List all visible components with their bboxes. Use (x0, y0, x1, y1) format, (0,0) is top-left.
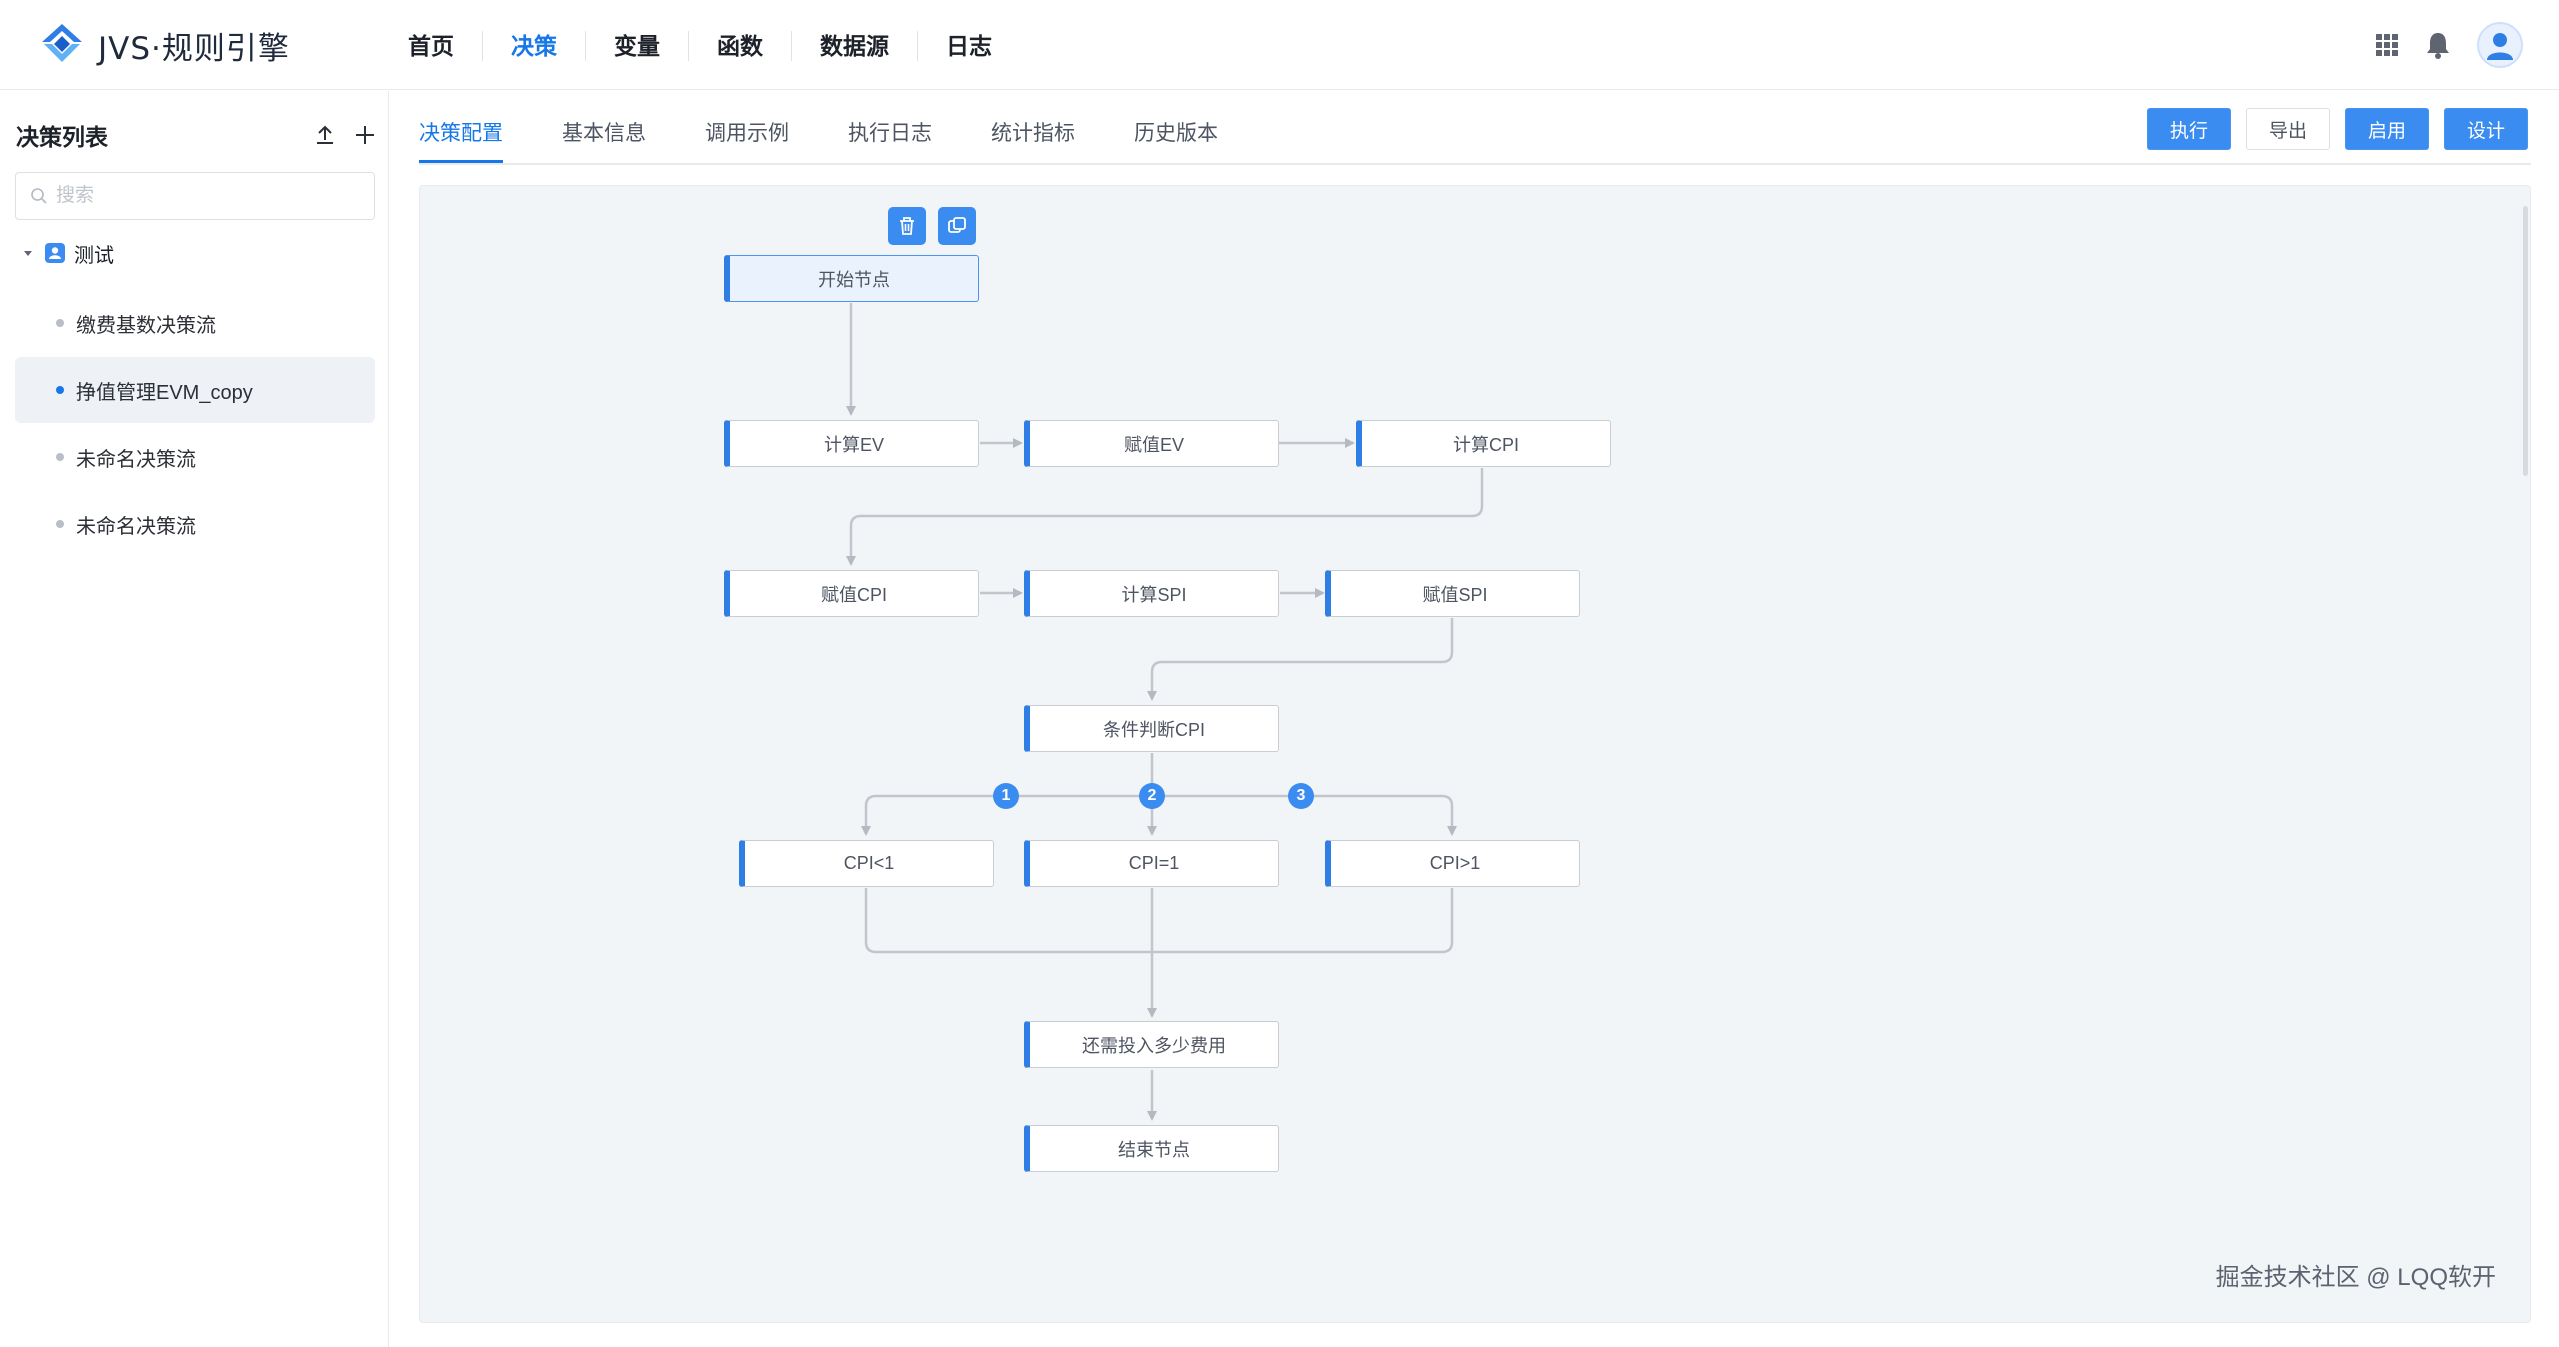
branch-badge-3[interactable]: 3 (1288, 783, 1314, 809)
flow-node-assign-ev[interactable]: 赋值EV (1024, 420, 1279, 467)
flow-node-cost[interactable]: 还需投入多少费用 (1024, 1021, 1279, 1068)
sidebar: 决策列表 测试 缴费基数决策流 挣值管理EVM_copy (0, 91, 389, 1347)
search-box (15, 172, 375, 220)
flow-node-assign-cpi[interactable]: 赋值CPI (724, 570, 979, 617)
bullet-icon (56, 520, 64, 528)
flow-node-calc-cpi[interactable]: 计算CPI (1356, 420, 1611, 467)
flow-node-end[interactable]: 结束节点 (1024, 1125, 1279, 1172)
execute-button[interactable]: 执行 (2147, 108, 2231, 150)
nav-variable[interactable]: 变量 (614, 33, 660, 59)
flow-node-cpi-lt1[interactable]: CPI<1 (739, 840, 994, 887)
nav-datasource[interactable]: 数据源 (820, 33, 889, 59)
list-item-selected[interactable]: 挣值管理EVM_copy (15, 357, 375, 423)
list-item-label: 挣值管理EVM_copy (76, 381, 253, 404)
tree-folder[interactable]: 测试 (22, 233, 114, 273)
flow-node-cpi-eq1[interactable]: CPI=1 (1024, 840, 1279, 887)
logo-icon (42, 24, 82, 62)
sidebar-header: 决策列表 (16, 117, 376, 153)
flow-node-cpi-gt1[interactable]: CPI>1 (1325, 840, 1580, 887)
user-icon (2487, 33, 2513, 60)
user-avatar[interactable] (2477, 22, 2523, 68)
flow-node-assign-spi[interactable]: 赋值SPI (1325, 570, 1580, 617)
top-bar: JVS·规则引擎 首页 决策 变量 函数 数据源 日志 (0, 0, 2559, 90)
sidebar-actions (314, 124, 376, 146)
flow-node-calc-ev[interactable]: 计算EV (724, 420, 979, 467)
export-button[interactable]: 导出 (2246, 108, 2330, 150)
nav-divider (688, 31, 689, 61)
list-item[interactable]: 缴费基数决策流 (15, 290, 375, 356)
sidebar-title: 决策列表 (16, 124, 108, 150)
copy-node-button[interactable] (938, 207, 976, 245)
main-nav: 首页 决策 变量 函数 数据源 日志 (380, 20, 1020, 72)
app-logo[interactable]: JVS·规则引擎 (38, 22, 290, 68)
nav-home[interactable]: 首页 (408, 33, 454, 59)
flow-connectors (846, 303, 1484, 1121)
detail-tabs: 决策配置 基本信息 调用示例 执行日志 统计指标 历史版本 (419, 112, 1277, 164)
action-buttons: 执行 导出 启用 设计 (2147, 108, 2528, 150)
tab-call-example[interactable]: 调用示例 (705, 122, 789, 145)
bullet-icon (56, 453, 64, 461)
caret-down-icon[interactable] (22, 247, 34, 259)
flow-node-calc-spi[interactable]: 计算SPI (1024, 570, 1279, 617)
search-input[interactable] (56, 185, 356, 207)
bullet-icon (56, 386, 64, 394)
flow-canvas[interactable]: 开始节点 计算EV 赋值EV 计算CPI 赋值CPI 计算SPI 赋值SPI 条… (419, 185, 2531, 1323)
copy-icon (948, 217, 966, 233)
nav-divider (585, 31, 586, 61)
tab-execution-log[interactable]: 执行日志 (848, 122, 932, 145)
watermark: 掘金技术社区 @ LQQ软开 (2215, 1264, 2496, 1291)
flow-node-start[interactable]: 开始节点 (724, 255, 979, 302)
nav-divider (917, 31, 918, 61)
search-icon (31, 188, 47, 204)
delete-node-button[interactable] (888, 207, 926, 245)
list-item-label: 未命名决策流 (76, 515, 196, 538)
upload-icon[interactable] (314, 124, 336, 146)
tree-folder-label: 测试 (74, 244, 114, 267)
list-item-label: 未命名决策流 (76, 448, 196, 471)
list-item[interactable]: 未命名决策流 (15, 491, 375, 557)
enable-button[interactable]: 启用 (2345, 108, 2429, 150)
design-button[interactable]: 设计 (2444, 108, 2528, 150)
nav-log[interactable]: 日志 (946, 33, 992, 59)
branch-badge-1[interactable]: 1 (993, 783, 1019, 809)
vertical-scrollbar[interactable] (2523, 206, 2528, 476)
flow-node-condition[interactable]: 条件判断CPI (1024, 705, 1279, 752)
tab-history[interactable]: 历史版本 (1134, 122, 1218, 145)
nav-function[interactable]: 函数 (717, 33, 763, 59)
nav-divider (482, 31, 483, 61)
tab-statistics[interactable]: 统计指标 (991, 122, 1075, 145)
tab-decision-config[interactable]: 决策配置 (419, 112, 503, 164)
apps-grid-icon[interactable] (2375, 33, 2399, 57)
add-icon[interactable] (354, 124, 376, 146)
nav-divider (791, 31, 792, 61)
logo-text: JVS·规则引擎 (98, 30, 290, 67)
top-right-icons (2375, 20, 2523, 70)
folder-user-icon (45, 243, 65, 263)
tab-basic-info[interactable]: 基本信息 (562, 122, 646, 145)
trash-icon (900, 217, 914, 235)
tabs-divider (419, 163, 2531, 165)
bell-icon[interactable] (2425, 31, 2451, 59)
list-item-label: 缴费基数决策流 (76, 314, 216, 337)
nav-decision[interactable]: 决策 (511, 33, 557, 59)
branch-badge-2[interactable]: 2 (1139, 783, 1165, 809)
list-item[interactable]: 未命名决策流 (15, 424, 375, 490)
bullet-icon (56, 319, 64, 327)
